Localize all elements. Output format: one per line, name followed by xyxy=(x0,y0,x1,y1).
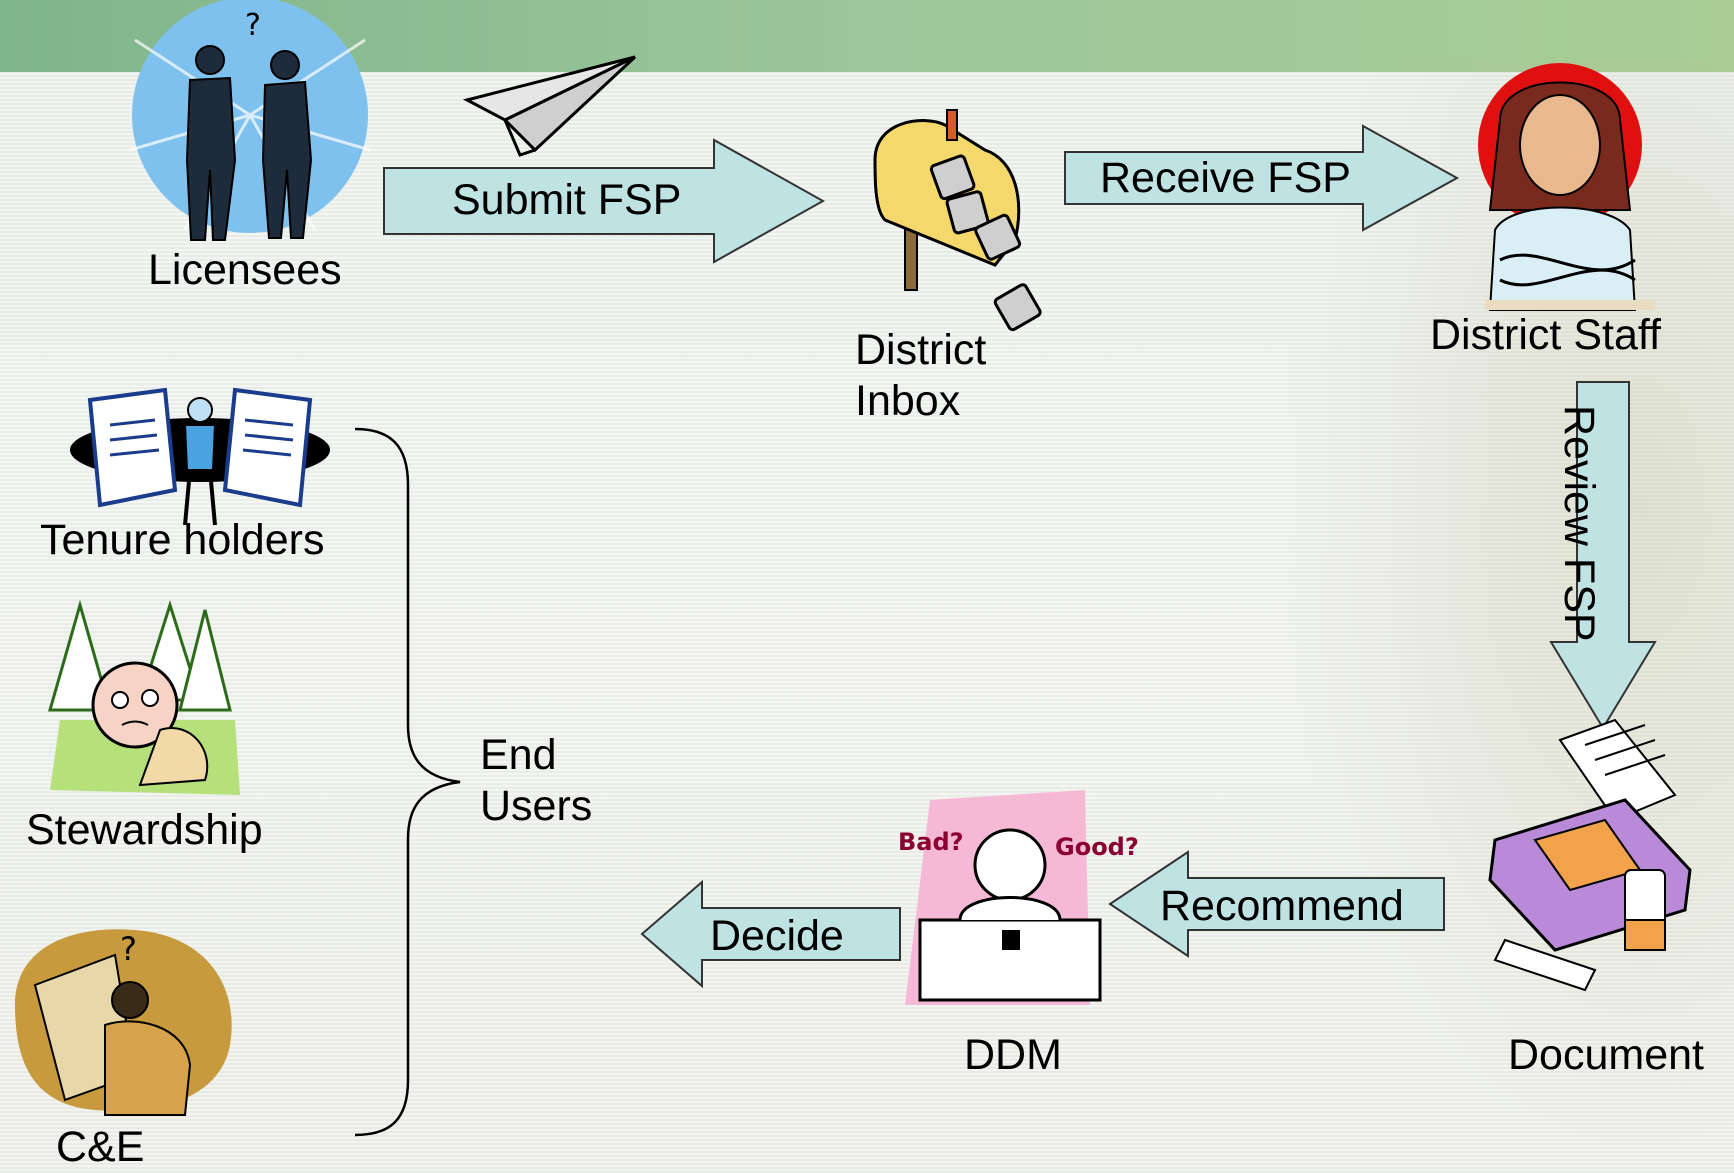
recommend-arrow xyxy=(1108,850,1445,958)
ce-label: C&E xyxy=(56,1123,145,1171)
ddm-good-text: Good? xyxy=(1055,833,1139,861)
tenure-holders-label: Tenure holders xyxy=(40,516,325,564)
district-inbox-label: District Inbox xyxy=(855,326,987,425)
document-clipart xyxy=(1488,718,1692,992)
ddm-label: DDM xyxy=(964,1031,1062,1079)
end-users-label: End Users xyxy=(480,731,593,830)
mailbox-icon xyxy=(873,109,1042,332)
receive-arrow-label: Receive FSP xyxy=(1100,154,1351,202)
stewardship-clipart xyxy=(48,599,240,795)
svg-text:?: ? xyxy=(245,8,261,43)
submit-arrow-label: Submit FSP xyxy=(452,176,682,224)
licensees-label: Licensees xyxy=(148,246,342,294)
receive-arrow xyxy=(1064,124,1460,232)
paper-airplane-icon xyxy=(462,55,637,157)
tenure-holders-clipart xyxy=(70,387,330,526)
stewardship-label: Stewardship xyxy=(26,806,263,854)
ddm-bad-text: Bad? xyxy=(898,828,964,856)
district-staff-label: District Staff xyxy=(1430,311,1661,359)
review-arrow-label: Review FSP xyxy=(1555,405,1603,642)
recommend-arrow-label: Recommend xyxy=(1160,882,1404,930)
ce-clipart: ? xyxy=(15,929,232,1116)
submit-arrow xyxy=(383,138,826,264)
decide-arrow xyxy=(640,879,901,989)
document-label: Document xyxy=(1508,1031,1704,1079)
end-users-brace xyxy=(354,427,461,1137)
ddm-clipart: Bad? Good? xyxy=(898,790,1139,1005)
review-arrow xyxy=(1549,381,1657,730)
district-staff-clipart xyxy=(1478,63,1655,311)
licensees-clipart: ? xyxy=(129,0,371,241)
svg-text:?: ? xyxy=(120,930,137,968)
decide-arrow-label: Decide xyxy=(710,912,844,960)
